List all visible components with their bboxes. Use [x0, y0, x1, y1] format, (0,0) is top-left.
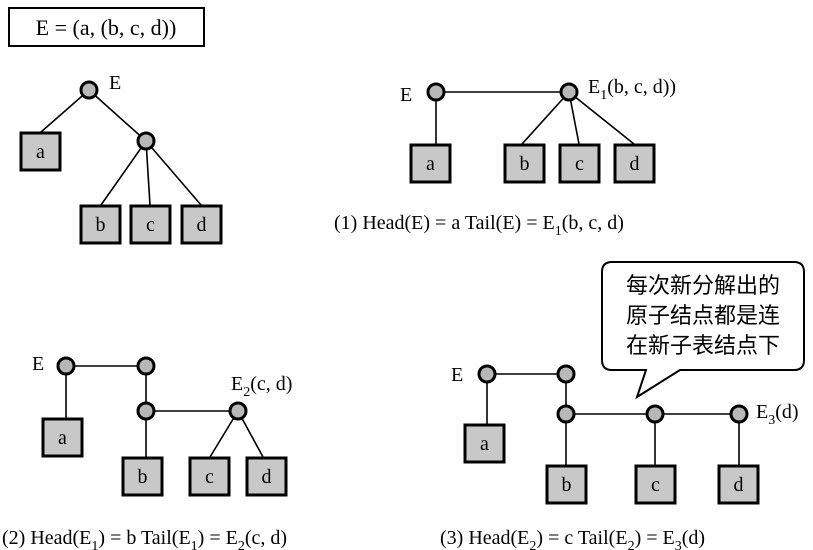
list-node-E	[56, 356, 76, 376]
callout-line-1: 每次新分解出的	[626, 274, 780, 299]
label-E: E	[109, 72, 121, 94]
atom-node-b	[545, 464, 588, 505]
atom-label-d: d	[734, 474, 744, 496]
list-node-E2	[228, 401, 248, 421]
label-E: E	[400, 84, 412, 106]
atom-label-d: d	[262, 466, 272, 488]
label-E3: E3(d)	[756, 401, 799, 428]
atom-label-b: b	[138, 466, 148, 488]
atom-node-a	[41, 417, 84, 458]
atom-label-c: c	[205, 466, 214, 488]
atom-label-c: c	[575, 153, 584, 175]
atom-label-b: b	[520, 153, 530, 175]
title-box: E = (a, (b, c, d))	[8, 7, 205, 47]
label-E2: E2(c, d)	[231, 373, 292, 400]
list-node-E	[477, 364, 497, 384]
atom-node-a	[409, 143, 452, 184]
atom-label-b: b	[96, 214, 106, 236]
atom-label-a: a	[36, 141, 45, 163]
list-node-E1	[556, 364, 576, 384]
atom-node-d	[180, 204, 223, 245]
list-node-E3	[729, 404, 749, 424]
atom-node-c	[558, 143, 601, 184]
title-text: E = (a, (b, c, d))	[36, 15, 177, 40]
label-E1: E1(b, c, d))	[588, 76, 676, 103]
list-node-E1	[136, 356, 156, 376]
label-E: E	[451, 364, 463, 386]
new-sublist-node-E1	[136, 401, 156, 421]
atom-label-d: d	[197, 214, 207, 236]
label-E: E	[32, 353, 44, 375]
atom-node-b	[121, 456, 164, 497]
atom-label-c: c	[146, 214, 155, 236]
atom-node-d	[717, 464, 760, 505]
caption-3: (3) Head(E2) = c Tail(E2) = E3(d)	[440, 527, 705, 550]
atom-node-d	[613, 143, 656, 184]
atom-label-a: a	[426, 153, 435, 175]
new-sublist-node-E1	[556, 404, 576, 424]
atom-node-b	[503, 143, 546, 184]
callout-line-3: 在新子表结点下	[626, 334, 780, 359]
atom-label-c: c	[651, 474, 660, 496]
sublist-node	[136, 131, 156, 151]
list-node-E	[426, 82, 446, 102]
atom-node-c	[634, 464, 677, 505]
list-node-E1	[559, 82, 579, 102]
atom-label-b: b	[562, 474, 572, 496]
atom-node-a	[463, 423, 506, 464]
figure-2-tree: E E2(c, d) a b c d (2) Head(E1) = b Tail…	[2, 353, 292, 550]
callout-bubble: 每次新分解出的 原子结点都是连 在新子表结点下	[601, 261, 805, 400]
atom-node-c	[188, 456, 231, 497]
figure-1-tree: E E1(b, c, d)) a b c d (1) Head(E) = a T…	[334, 76, 676, 239]
figure-3-tree: 每次新分解出的 原子结点都是连 在新子表结点下 E E3(d) a b c d …	[440, 261, 805, 550]
callout-line-2: 原子结点都是连	[626, 304, 780, 329]
new-sublist-node-E2	[645, 404, 665, 424]
atom-label-d: d	[630, 153, 640, 175]
caption-2: (2) Head(E1) = b Tail(E1) = E2(c, d)	[2, 527, 287, 550]
atom-node-b	[79, 204, 122, 245]
atom-node-c	[129, 204, 172, 245]
figure-0-tree: E a b c d	[19, 72, 223, 245]
atom-node-a	[19, 131, 62, 172]
caption-1: (1) Head(E) = a Tail(E) = E1(b, c, d)	[334, 212, 624, 239]
list-node-E	[79, 80, 99, 100]
atom-label-a: a	[480, 433, 489, 455]
atom-node-d	[245, 456, 288, 497]
atom-label-a: a	[58, 427, 67, 449]
